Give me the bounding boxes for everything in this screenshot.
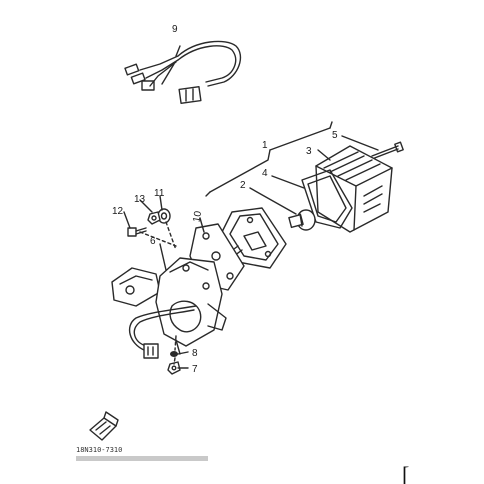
bracket-wire (128, 305, 197, 359)
faded-caption (76, 456, 208, 461)
callout-11: 11 (154, 188, 165, 199)
callout-3: 3 (306, 146, 312, 157)
logo-stamp (89, 411, 119, 441)
lamp-base-plate (221, 207, 287, 269)
callout-2: 2 (240, 180, 246, 191)
small-washer (167, 361, 181, 375)
washer (157, 208, 171, 224)
callout-7: 7 (192, 364, 198, 375)
callout-12: 12 (112, 206, 124, 217)
callout-1: 1 (262, 140, 268, 151)
callout-5: 5 (332, 130, 338, 141)
callout-10: 10 (191, 210, 204, 223)
alignment-lines (139, 221, 177, 365)
leader-lines (123, 45, 379, 369)
callout-6: 6 (150, 236, 156, 247)
wire-harness (124, 40, 242, 105)
callout-8: 8 (192, 348, 198, 359)
callout-4: 4 (262, 168, 268, 179)
small-nut (170, 351, 178, 357)
callout-labels: 1 2 3 4 5 6 7 8 9 10 11 12 13 (112, 24, 338, 375)
part-code: 18N310-7310 (76, 446, 122, 454)
tail-lamp-lens (315, 145, 393, 233)
lamp-bracket (111, 257, 227, 355)
screw (371, 141, 404, 160)
callout-13: 13 (134, 194, 146, 205)
bulb (288, 209, 316, 231)
page-bracket-glyph: [ (402, 462, 409, 484)
bolt (127, 227, 147, 237)
nut (147, 211, 161, 225)
callout-9: 9 (172, 24, 178, 35)
